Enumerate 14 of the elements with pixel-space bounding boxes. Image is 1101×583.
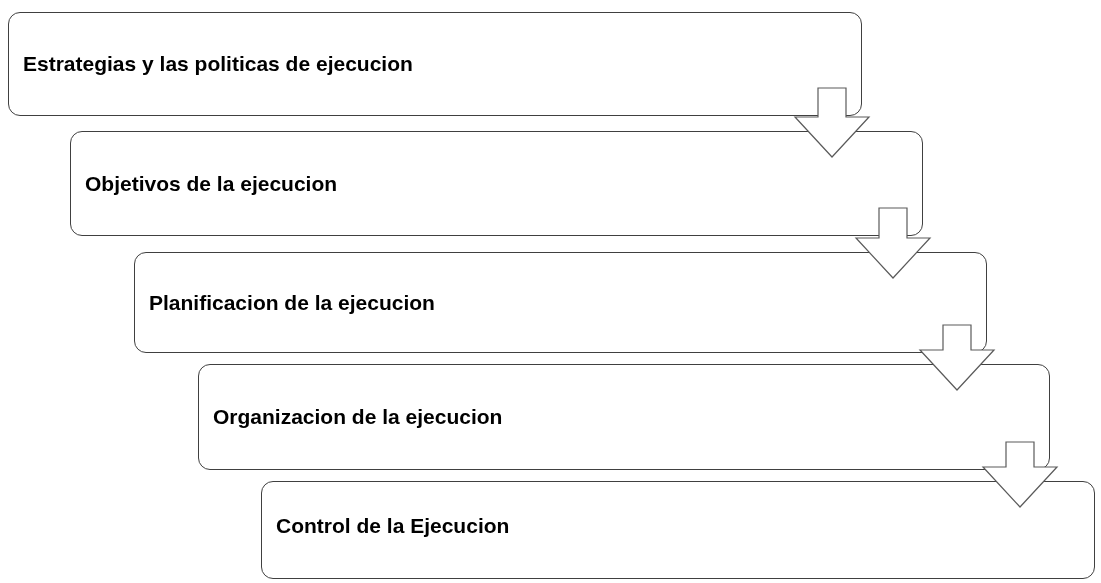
box-label: Estrategias y las politicas de ejecucion [23, 52, 413, 76]
box-label: Planificacion de la ejecucion [149, 290, 435, 315]
process-box [134, 252, 987, 353]
down-arrow [854, 207, 932, 279]
box-label: Organizacion de la ejecucion [213, 405, 503, 429]
process-box [198, 364, 1050, 470]
process-box [70, 131, 923, 236]
box-label: Control de la Ejecucion [276, 514, 510, 538]
box-label: Objetivos de la ejecucion [85, 171, 338, 196]
down-arrow [918, 324, 996, 391]
down-arrow [981, 441, 1059, 508]
process-box [261, 481, 1095, 579]
down-arrow [793, 87, 871, 158]
process-box [8, 12, 862, 116]
